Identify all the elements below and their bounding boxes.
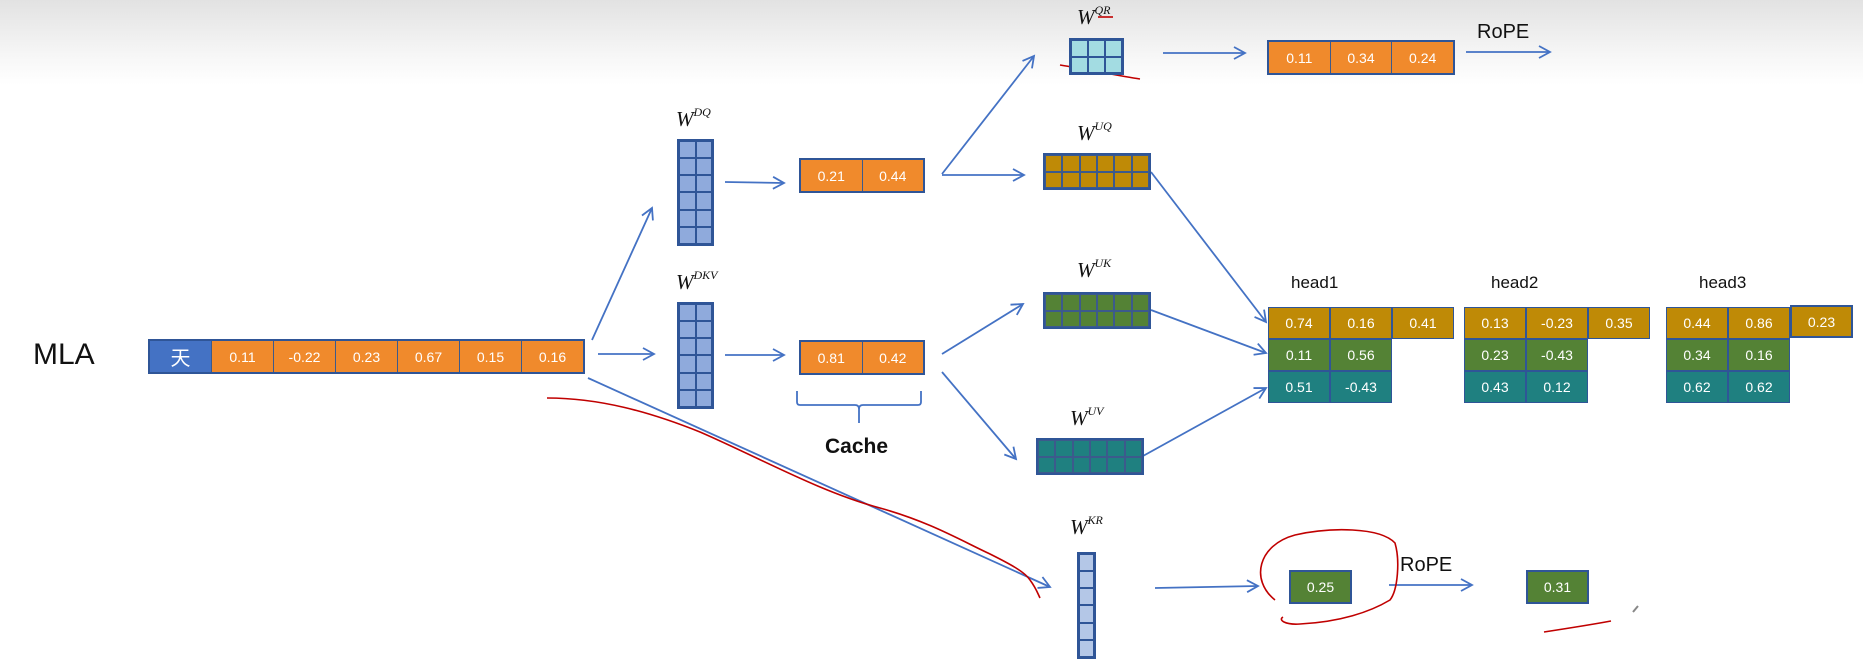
wdkv-matrix xyxy=(677,302,714,409)
wuq-matrix xyxy=(1043,153,1151,190)
arrow-wkr-to-krope xyxy=(1154,579,1260,593)
wuk-sup: UK xyxy=(1094,256,1112,270)
wkr-label: WKR xyxy=(1070,513,1103,540)
arrow-latent-kv-to-wuv xyxy=(941,371,1018,461)
latent-q-value: 0.21 xyxy=(801,160,863,191)
head2-q-rope: 0.35 xyxy=(1588,307,1650,339)
input-value: 0.16 xyxy=(522,341,583,372)
head1-k: 0.11 xyxy=(1268,339,1330,371)
arrow-wdq-to-latent-q xyxy=(724,176,786,190)
wuv-matrix xyxy=(1036,438,1144,475)
wuk-label: WUK xyxy=(1077,256,1112,283)
arrow-wuv-to-heads xyxy=(1142,387,1268,457)
wuk-base: W xyxy=(1077,258,1095,282)
arrow-input-to-wdq xyxy=(591,206,654,341)
wdkv-base: W xyxy=(676,270,694,294)
wqr-sup: QR xyxy=(1094,3,1111,17)
wuq-base: W xyxy=(1077,121,1095,145)
input-value: 0.67 xyxy=(398,341,460,372)
head2-k: -0.43 xyxy=(1526,339,1588,371)
q-rope-value: 0.24 xyxy=(1392,42,1454,73)
cache-brace xyxy=(796,391,922,423)
head2-v: 0.12 xyxy=(1526,371,1588,403)
wqr-label: WQR xyxy=(1077,3,1111,30)
rope-label-k: RoPE xyxy=(1400,554,1453,576)
head2-label: head2 xyxy=(1491,273,1539,292)
head1-q: 0.16 xyxy=(1330,307,1392,339)
head2-k: 0.23 xyxy=(1464,339,1526,371)
latent-kv-vector: 0.81 0.42 xyxy=(799,340,925,375)
wuv-base: W xyxy=(1070,406,1088,430)
input-value: -0.22 xyxy=(274,341,336,372)
head2-q: -0.23 xyxy=(1526,307,1588,339)
k-rope-output: 0.31 xyxy=(1526,570,1589,604)
diagram-title: MLA xyxy=(33,338,95,371)
wkr-matrix xyxy=(1077,552,1096,659)
head3-k: 0.34 xyxy=(1666,339,1728,371)
annotation-curve xyxy=(546,397,1041,599)
wuq-sup: UQ xyxy=(1094,119,1112,133)
q-rope-value: 0.34 xyxy=(1330,42,1393,73)
head3-k: 0.16 xyxy=(1728,339,1790,371)
latent-kv-value: 0.81 xyxy=(801,342,863,373)
arrow-latent-q-to-wqr xyxy=(941,54,1036,175)
head3-q-rope: 0.23 xyxy=(1790,305,1853,338)
head1-v: 0.51 xyxy=(1268,371,1330,403)
head3-label: head3 xyxy=(1699,273,1747,292)
head2-q: 0.13 xyxy=(1464,307,1526,339)
arrow-latent-kv-to-wuk xyxy=(941,303,1025,355)
arrow-wuk-to-heads xyxy=(1150,309,1268,356)
arrow-input-to-wkr xyxy=(587,377,1052,589)
input-vector: 天 0.11 -0.22 0.23 0.67 0.15 0.16 xyxy=(148,339,585,374)
head2-v: 0.43 xyxy=(1464,371,1526,403)
cache-label: Cache xyxy=(825,435,889,458)
latent-q-value: 0.44 xyxy=(862,160,923,191)
q-rope-value: 0.11 xyxy=(1269,42,1331,73)
annotation-line-bottom xyxy=(1543,620,1612,633)
head3-v: 0.62 xyxy=(1728,371,1790,403)
wdq-sup: DQ xyxy=(693,105,711,119)
wdkv-label: WDKV xyxy=(676,268,718,295)
input-value: 0.11 xyxy=(212,341,274,372)
head3-block: 0.44 0.86 0.34 0.16 0.62 0.62 xyxy=(1666,307,1790,403)
head1-block: 0.74 0.16 0.41 0.11 0.56 0.51 -0.43 xyxy=(1268,307,1454,403)
wuk-matrix xyxy=(1043,292,1151,329)
q-rope-input-vector: 0.11 0.34 0.24 xyxy=(1267,40,1455,75)
wdkv-sup: DKV xyxy=(693,268,718,282)
wdq-label: WDQ xyxy=(676,105,711,132)
input-value: 0.15 xyxy=(460,341,522,372)
wkr-base: W xyxy=(1070,515,1088,539)
wkr-sup: KR xyxy=(1087,513,1103,527)
wdq-matrix xyxy=(677,139,714,246)
wqr-base: W xyxy=(1077,5,1095,29)
head1-k: 0.56 xyxy=(1330,339,1392,371)
wuq-label: WUQ xyxy=(1077,119,1112,146)
head3-v: 0.62 xyxy=(1666,371,1728,403)
latent-kv-value: 0.42 xyxy=(862,342,923,373)
input-token: 天 xyxy=(150,341,212,372)
wdq-base: W xyxy=(676,107,694,131)
latent-q-vector: 0.21 0.44 xyxy=(799,158,925,193)
head3-q: 0.44 xyxy=(1666,307,1728,339)
head2-block: 0.13 -0.23 0.35 0.23 -0.43 0.43 0.12 xyxy=(1464,307,1650,403)
head3-q: 0.86 xyxy=(1728,307,1790,339)
arrow-wuq-to-heads xyxy=(1150,171,1268,324)
wuv-sup: UV xyxy=(1087,404,1104,418)
wuv-label: WUV xyxy=(1070,404,1104,431)
pen-cursor-icon xyxy=(1632,605,1639,613)
head1-v: -0.43 xyxy=(1330,371,1392,403)
wqr-matrix xyxy=(1069,38,1124,75)
head1-label: head1 xyxy=(1291,273,1339,292)
input-value: 0.23 xyxy=(336,341,398,372)
k-rope-input: 0.25 xyxy=(1289,570,1352,604)
head1-q-rope: 0.41 xyxy=(1392,307,1454,339)
rope-label-q: RoPE xyxy=(1477,21,1530,43)
head1-q: 0.74 xyxy=(1268,307,1330,339)
